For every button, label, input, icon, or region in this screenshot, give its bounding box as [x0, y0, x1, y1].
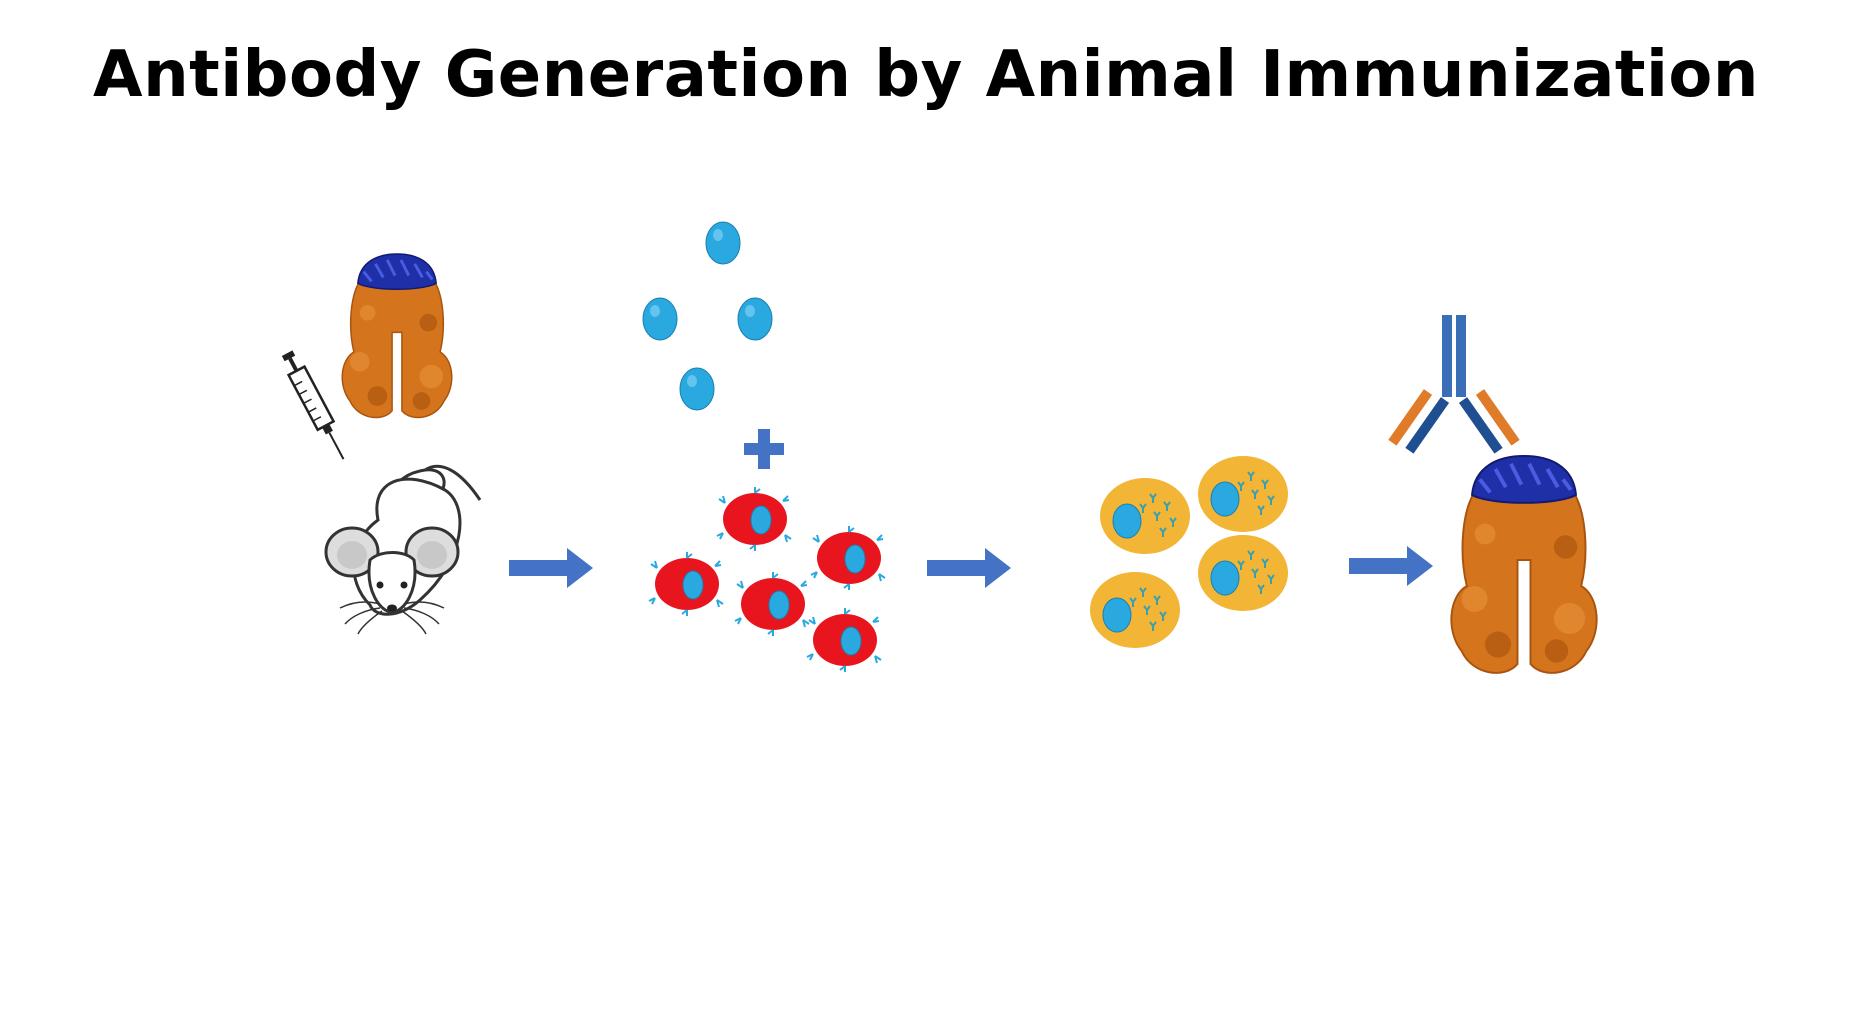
b-cell-icon	[810, 525, 886, 591]
syringe-icon	[281, 350, 345, 460]
antigen-protein-icon	[340, 252, 454, 419]
myeloma-cell-icon	[737, 297, 773, 341]
mouse-icon	[324, 464, 482, 635]
plus-icon	[744, 429, 784, 469]
antibody-icon	[1388, 315, 1520, 454]
arrow-step-2	[927, 548, 1011, 588]
antigen-protein-icon	[1449, 454, 1599, 675]
myeloma-cell-icon	[642, 297, 678, 341]
hybridoma-cell-icon	[1099, 477, 1191, 555]
b-cell-icon	[734, 571, 810, 637]
b-cell-icon	[716, 486, 792, 552]
myeloma-cell-icon	[679, 367, 715, 411]
hybridoma-cell-icon	[1197, 455, 1289, 533]
myeloma-cell-icon	[705, 221, 741, 265]
arrow-step-1	[509, 548, 593, 588]
arrow-step-3	[1349, 546, 1433, 586]
diagram-title: Antibody Generation by Animal Immunizati…	[93, 38, 1759, 112]
b-cell-icon	[806, 607, 882, 673]
hybridoma-cell-icon	[1197, 534, 1289, 612]
hybridoma-cell-icon	[1089, 571, 1181, 649]
b-cell-icon	[648, 551, 724, 617]
